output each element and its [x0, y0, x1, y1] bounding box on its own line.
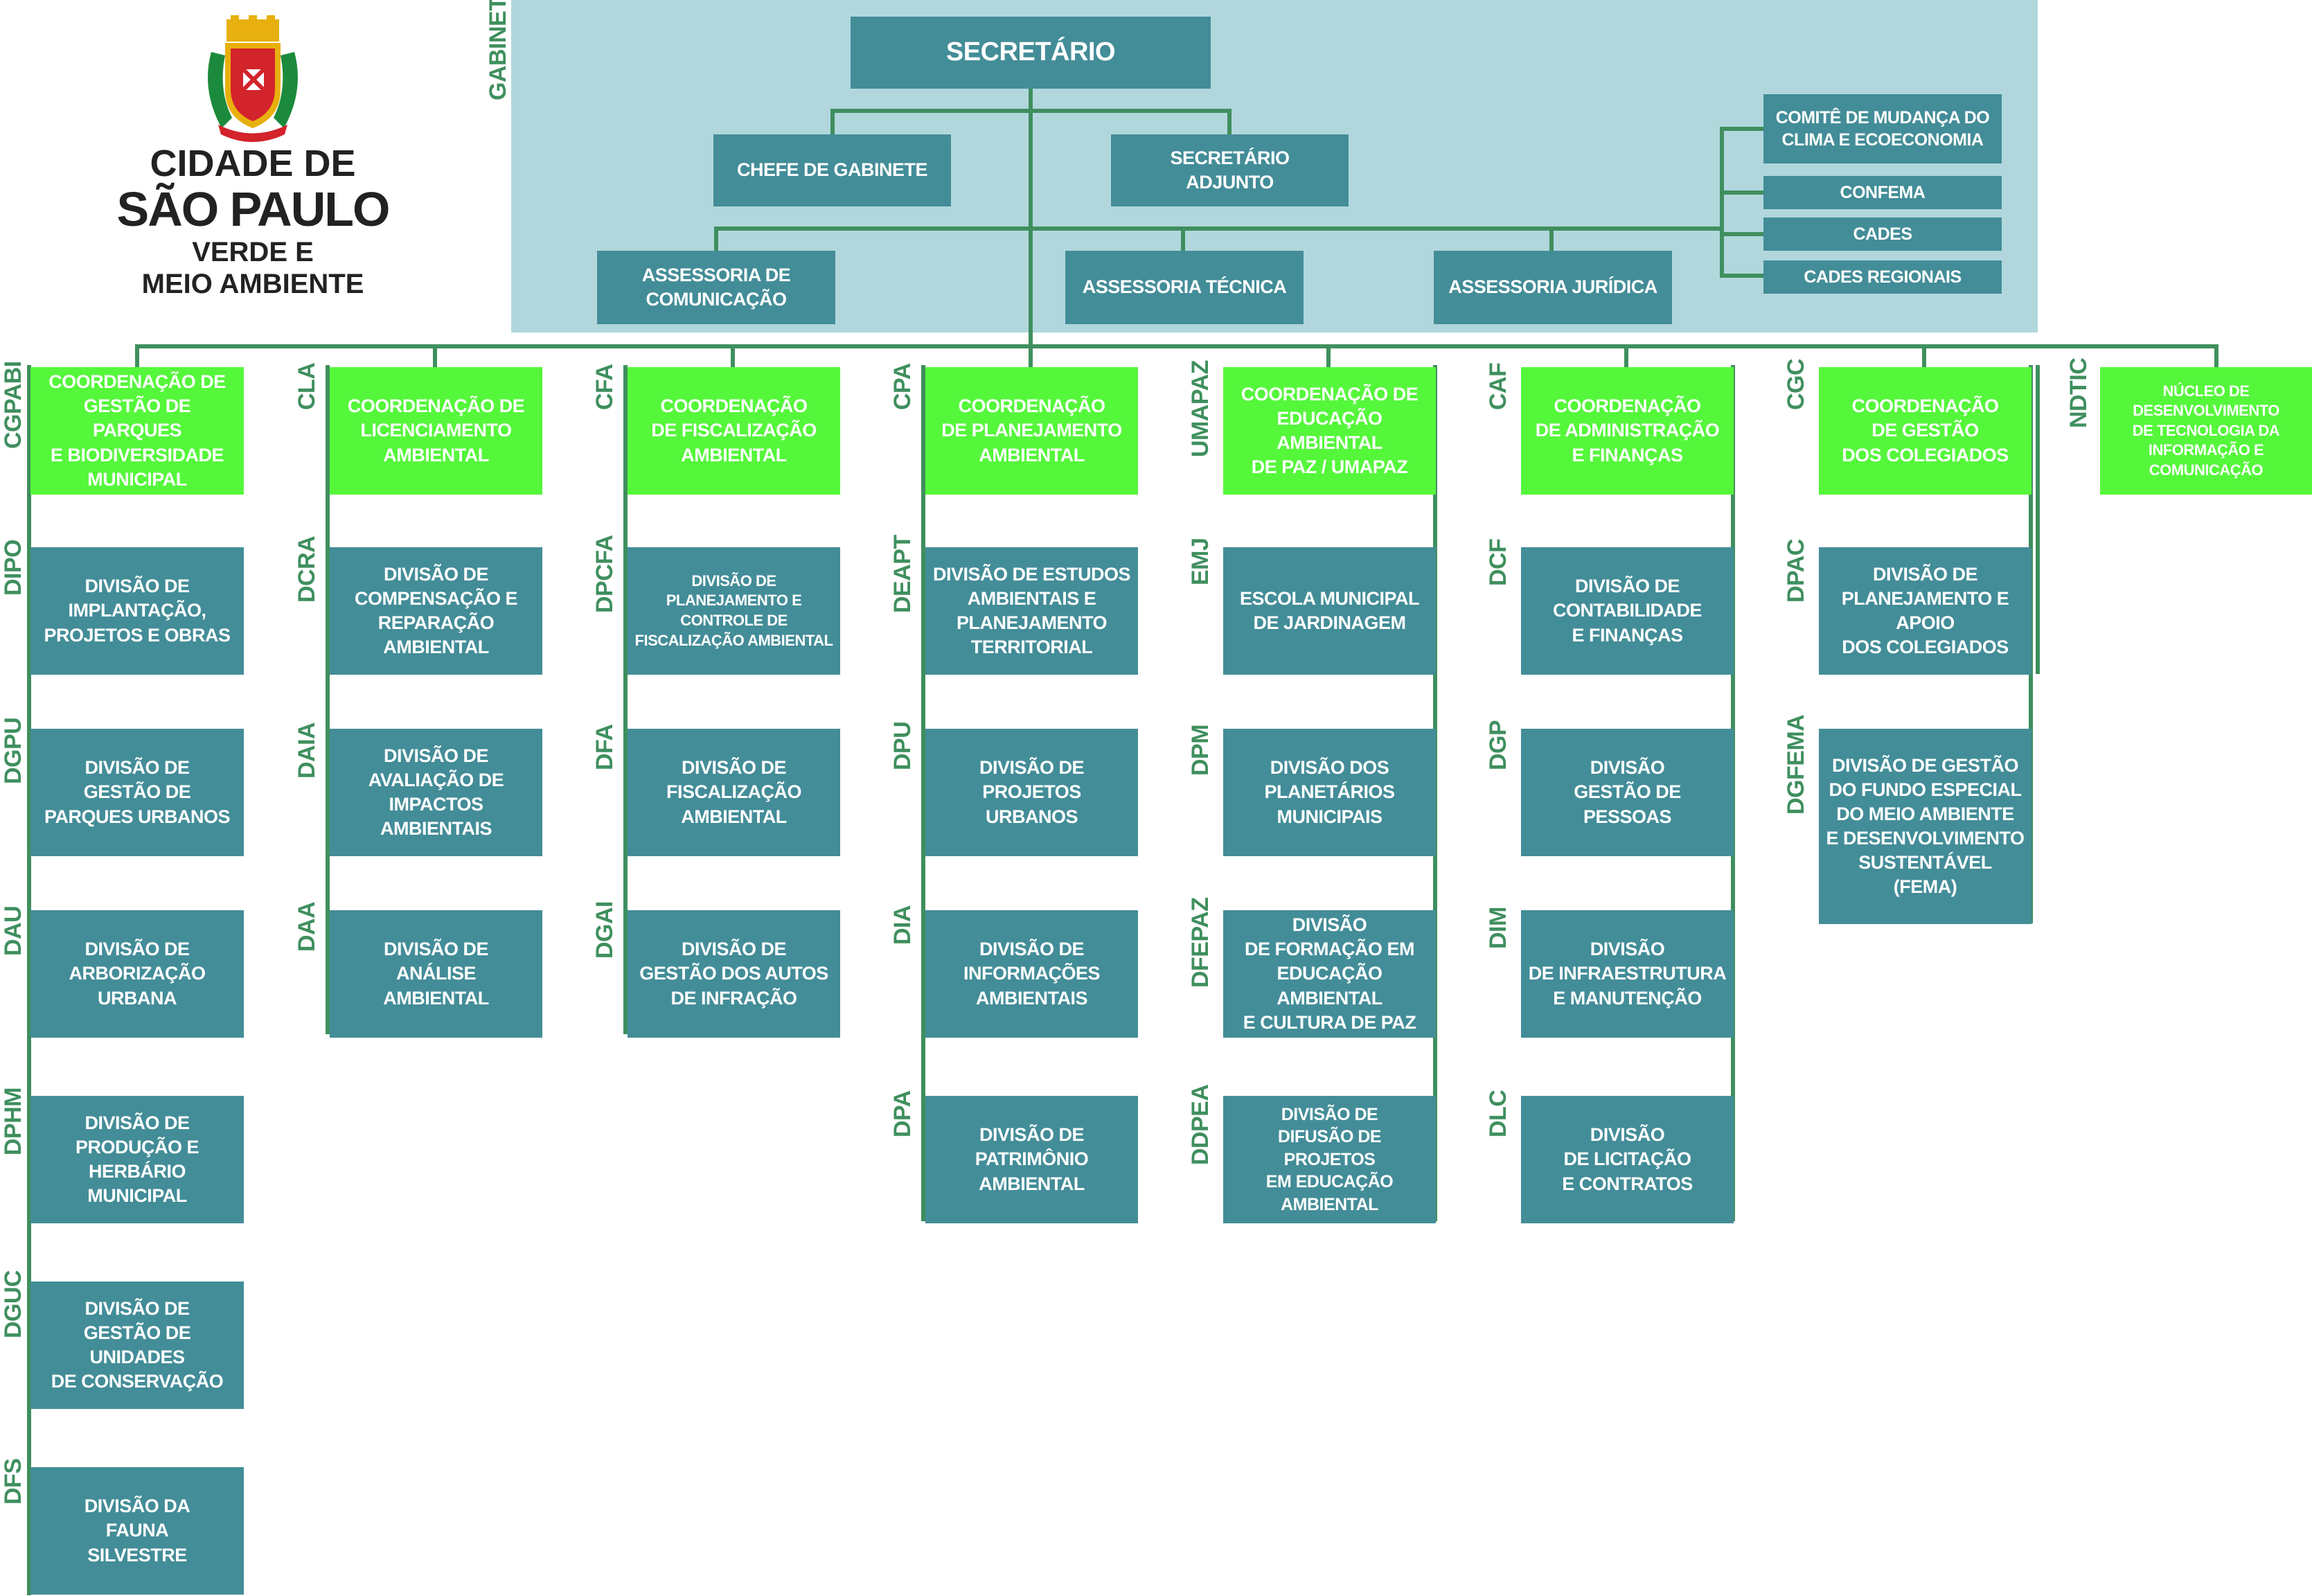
logo-city-line2: SÃO PAULO	[116, 182, 391, 236]
confema-box: CONFEMA	[1763, 176, 2002, 209]
code-dpu: DPU	[889, 721, 916, 770]
div-dgpu-box: DIVISÃO DE GESTÃO DE PARQUES URBANOS	[30, 729, 244, 856]
code-ndtic: NDTIC	[2065, 357, 2092, 428]
div-dfs-box: DIVISÃO DA FAUNA SILVESTRE	[30, 1467, 244, 1595]
code-cfa: CFA	[592, 364, 618, 411]
div-dpcfa-box: DIVISÃO DE PLANEJAMENTO E CONTROLE DE FI…	[628, 547, 840, 675]
code-daia: DAIA	[294, 722, 320, 779]
code-dgai: DGAI	[592, 901, 618, 959]
coord-ndtic-box: NÚCLEO DE DESENVOLVIMENTO DE TECNOLOGIA …	[2100, 367, 2312, 495]
div-dgfema-box: DIVISÃO DE GESTÃO DO FUNDO ESPECIAL DO M…	[1819, 729, 2031, 924]
assessoria-tecnica-box: ASSESSORIA TÉCNICA	[1065, 251, 1304, 324]
code-dipo: DIPO	[0, 539, 26, 596]
logo: CIDADE DE SÃO PAULO VERDE E MEIO AMBIENT…	[90, 14, 416, 305]
div-dia-box: DIVISÃO DE INFORMAÇÕES AMBIENTAIS	[925, 910, 1138, 1038]
div-dpu-box: DIVISÃO DE PROJETOS URBANOS	[925, 729, 1138, 856]
div-dphm-box: DIVISÃO DE PRODUÇÃO E HERBÁRIO MUNICIPAL	[30, 1096, 244, 1223]
code-dpm: DPM	[1187, 724, 1213, 776]
div-dpac-box: DIVISÃO DE PLANEJAMENTO E APOIO DOS COLE…	[1819, 547, 2031, 675]
div-dfa-box: DIVISÃO DE FISCALIZAÇÃO AMBIENTAL	[628, 729, 840, 856]
code-daa: DAA	[294, 901, 320, 952]
coord-cgpabi-box: COORDENAÇÃO DE GESTÃO DE PARQUES E BIODI…	[30, 367, 244, 495]
code-dlc: DLC	[1485, 1090, 1511, 1137]
div-dcra-box: DIVISÃO DE COMPENSAÇÃO E REPARAÇÃO AMBIE…	[330, 547, 542, 675]
code-umapaz: UMAPAZ	[1187, 360, 1213, 457]
code-dfa: DFA	[592, 724, 618, 771]
code-dphm: DPHM	[0, 1087, 26, 1155]
code-cgc: CGC	[1783, 358, 1809, 410]
assessoria-comunicacao-box: ASSESSORIA DE COMUNICAÇÃO	[597, 251, 835, 324]
logo-city-line1: CIDADE DE	[150, 143, 356, 184]
code-deapt: DEAPT	[889, 535, 916, 613]
coord-umapaz-box: COORDENAÇÃO DE EDUCAÇÃO AMBIENTAL DE PAZ…	[1223, 367, 1436, 495]
comite-mudanca-clima-box: COMITÊ DE MUDANÇA DO CLIMA E ECOECONOMIA	[1763, 94, 2002, 163]
div-ddpea-box: DIVISÃO DE DIFUSÃO DE PROJETOS EM EDUCAÇ…	[1223, 1096, 1436, 1223]
coord-cfa-box: COORDENAÇÃO DE FISCALIZAÇÃO AMBIENTAL	[628, 367, 840, 495]
code-dgpu: DGPU	[0, 717, 26, 784]
code-dim: DIM	[1485, 907, 1511, 949]
secretario-adjunto-box: SECRETÁRIO ADJUNTO	[1111, 134, 1349, 206]
code-dguc: DGUC	[0, 1270, 26, 1338]
code-dfepaz: DFEPAZ	[1187, 897, 1213, 988]
div-dpa-box: DIVISÃO DE PATRIMÔNIO AMBIENTAL	[925, 1096, 1138, 1223]
code-dpcfa: DPCFA	[592, 535, 618, 613]
chefe-de-gabinete-box: CHEFE DE GABINETE	[713, 134, 951, 206]
code-dpac: DPAC	[1783, 539, 1809, 603]
div-dcf-box: DIVISÃO DE CONTABILIDADE E FINANÇAS	[1521, 547, 1734, 675]
logo-secretariat-line2: MEIO AMBIENTE	[141, 269, 364, 299]
div-dgp-box: DIVISÃO GESTÃO DE PESSOAS	[1521, 729, 1734, 856]
div-deapt-box: DIVISÃO DE ESTUDOS AMBIENTAIS E PLANEJAM…	[925, 547, 1138, 675]
code-dgfema: DGFEMA	[1783, 714, 1809, 815]
coord-cgc-box: COORDENAÇÃO DE GESTÃO DOS COLEGIADOS	[1819, 367, 2031, 495]
code-dpa: DPA	[889, 1090, 916, 1137]
div-dlc-box: DIVISÃO DE LICITAÇÃO E CONTRATOS	[1521, 1096, 1734, 1223]
div-dipo-box: DIVISÃO DE IMPLANTAÇÃO, PROJETOS E OBRAS	[30, 547, 244, 675]
coord-caf-box: COORDENAÇÃO DE ADMINISTRAÇÃO E FINANÇAS	[1521, 367, 1734, 495]
code-cla: CLA	[294, 362, 320, 410]
div-dpm-box: DIVISÃO DOS PLANETÁRIOS MUNICIPAIS	[1223, 729, 1436, 856]
code-ddpea: DDPEA	[1187, 1084, 1213, 1165]
code-emj: EMJ	[1187, 538, 1213, 585]
secretario-box: SECRETÁRIO	[851, 17, 1211, 89]
code-cgpabi: CGPABI	[0, 361, 26, 449]
code-dau: DAU	[0, 905, 26, 956]
div-dgai-box: DIVISÃO DE GESTÃO DOS AUTOS DE INFRAÇÃO	[628, 910, 840, 1038]
div-daa-box: DIVISÃO DE ANÁLISE AMBIENTAL	[330, 910, 542, 1038]
coord-cla-box: COORDENAÇÃO DE LICENCIAMENTO AMBIENTAL	[330, 367, 542, 495]
div-dau-box: DIVISÃO DE ARBORIZAÇÃO URBANA	[30, 910, 244, 1038]
code-cpa: CPA	[889, 363, 916, 410]
code-dcra: DCRA	[294, 535, 320, 603]
assessoria-juridica-box: ASSESSORIA JURÍDICA	[1434, 251, 1672, 324]
div-dguc-box: DIVISÃO DE GESTÃO DE UNIDADES DE CONSERV…	[30, 1282, 244, 1409]
code-dgp: DGP	[1485, 720, 1511, 770]
div-dim-box: DIVISÃO DE INFRAESTRUTURA E MANUTENÇÃO	[1521, 910, 1734, 1038]
sao-paulo-coat-of-arms-icon	[208, 15, 298, 142]
code-dfs: DFS	[0, 1458, 26, 1505]
div-dfepaz-box: DIVISÃO DE FORMAÇÃO EM EDUCAÇÃO AMBIENTA…	[1223, 910, 1436, 1038]
logo-secretariat-line1: VERDE E	[192, 237, 314, 267]
div-emj-box: ESCOLA MUNICIPAL DE JARDINAGEM	[1223, 547, 1436, 675]
code-dia: DIA	[889, 905, 916, 945]
coord-cpa-box: COORDENAÇÃO DE PLANEJAMENTO AMBIENTAL	[925, 367, 1138, 495]
cades-box: CADES	[1763, 218, 2002, 251]
code-dcf: DCF	[1485, 538, 1511, 586]
cades-regionais-box: CADES REGIONAIS	[1763, 260, 2002, 294]
div-daia-box: DIVISÃO DE AVALIAÇÃO DE IMPACTOS AMBIENT…	[330, 729, 542, 856]
code-caf: CAF	[1485, 362, 1511, 410]
gabinete-label: GABINETE	[485, 0, 511, 100]
